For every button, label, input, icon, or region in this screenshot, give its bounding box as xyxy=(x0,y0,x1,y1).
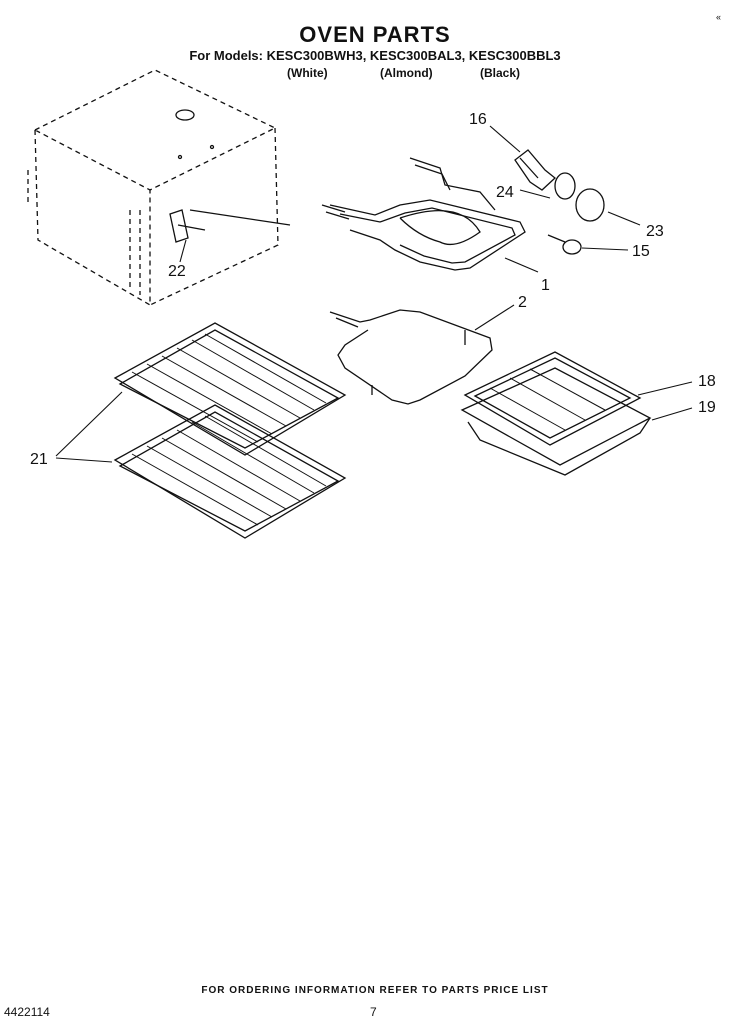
broiler-pan xyxy=(460,367,652,476)
light-lens xyxy=(575,188,605,222)
broiler-grid xyxy=(463,351,642,446)
cavity-vent-hole xyxy=(175,109,195,121)
socket-gasket xyxy=(554,172,576,200)
rack-support-bracket xyxy=(169,209,189,243)
oven-rack-lower xyxy=(113,404,347,539)
callout-22: 22 xyxy=(168,263,186,280)
light-bulb xyxy=(547,234,582,255)
color-almond: (Almond) xyxy=(380,66,433,80)
page-title: OVEN PARTS xyxy=(299,22,451,47)
callout-2: 2 xyxy=(518,294,527,311)
callout-19: 19 xyxy=(698,399,716,416)
cavity-rivet xyxy=(209,144,215,150)
ordering-note: FOR ORDERING INFORMATION REFER TO PARTS … xyxy=(201,985,549,996)
color-white: (White) xyxy=(287,66,328,80)
broil-element xyxy=(321,157,526,271)
page-number: 7 xyxy=(370,1005,377,1019)
bake-element xyxy=(329,309,493,405)
callout-24: 24 xyxy=(496,184,514,201)
callout-15: 15 xyxy=(632,243,650,260)
callout-leaders xyxy=(55,125,693,463)
callout-23: 23 xyxy=(646,223,664,240)
light-socket xyxy=(514,149,556,191)
callout-18: 18 xyxy=(698,373,716,390)
cavity-rivet xyxy=(177,154,183,160)
cavity-leader xyxy=(189,209,291,226)
callout-16: 16 xyxy=(469,111,487,128)
document-number: 4422114 xyxy=(4,1005,50,1019)
oven-cavity xyxy=(27,69,279,307)
callout-21: 21 xyxy=(30,451,48,468)
model-list: For Models: KESC300BWH3, KESC300BAL3, KE… xyxy=(189,48,561,63)
color-black: (Black) xyxy=(480,66,521,80)
corner-mark: « xyxy=(716,12,722,22)
oven-rack-upper xyxy=(113,322,347,456)
callout-1: 1 xyxy=(541,277,550,294)
